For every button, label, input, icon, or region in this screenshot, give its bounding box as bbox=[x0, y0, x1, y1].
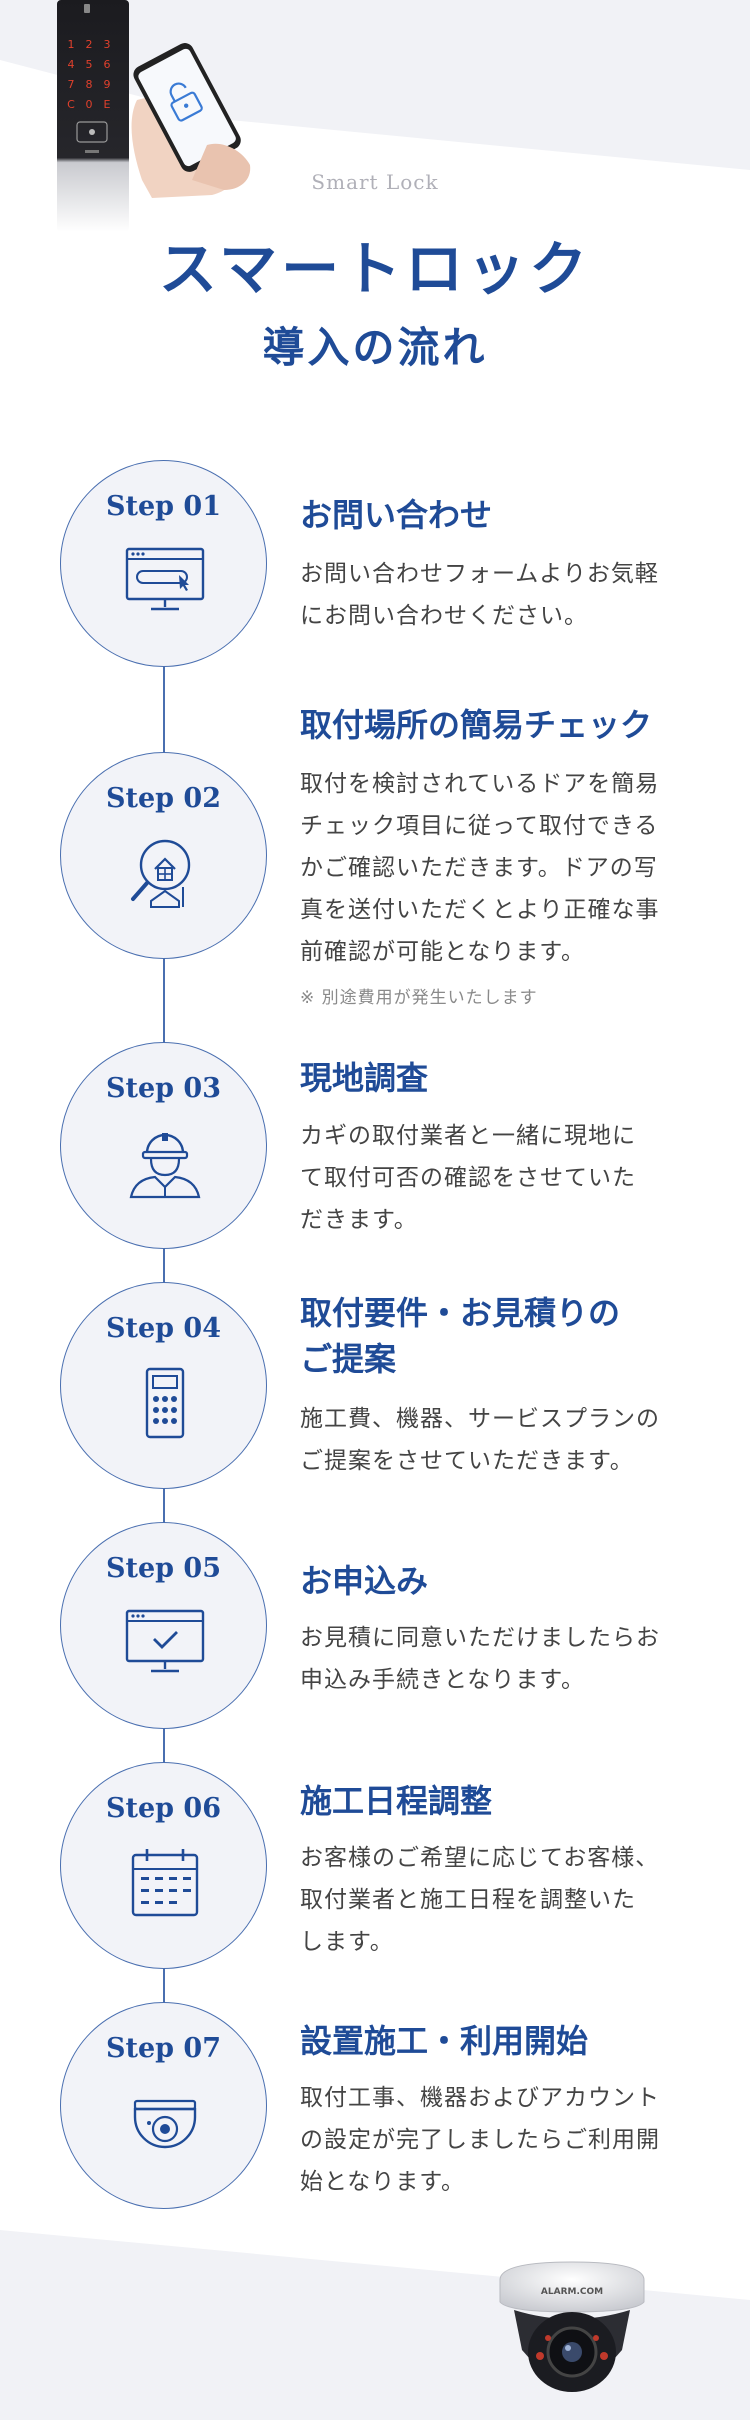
step-07-title: 設置施工・利用開始 bbox=[300, 2022, 589, 2060]
step-03-circle: Step 03 bbox=[60, 1042, 267, 1249]
step-06-circle: Step 06 bbox=[60, 1762, 267, 1969]
camera-brand-label: ALARM.COM bbox=[541, 2287, 603, 2297]
step-03-description: カギの取付業者と一緒に現地にて取付可否の確認をさせていただきます。 bbox=[300, 1123, 636, 1233]
step-04-circle: Step 04 bbox=[60, 1282, 267, 1489]
step-05-description: お見積に同意いただけましたらお申込み手続きとなります。 bbox=[300, 1625, 660, 1693]
page-title: スマートロック bbox=[158, 235, 592, 303]
step-02-title: 取付場所の簡易チェック bbox=[300, 706, 653, 744]
step-01-title: お問い合わせ bbox=[300, 496, 493, 534]
security-camera-icon bbox=[133, 2099, 197, 2149]
computer-pointer-icon bbox=[125, 547, 205, 611]
step-02-note: ※ 別途費用が発生いたします bbox=[300, 988, 538, 1008]
step-04-label: Step 04 bbox=[105, 1313, 221, 1344]
keypad-key-4: 4 bbox=[68, 58, 75, 71]
step-07-description: 取付工事、機器およびアカウントの設定が完了しましたらご利用開始となります。 bbox=[300, 2085, 660, 2195]
worker-helmet-icon bbox=[129, 1133, 201, 1199]
step-07-circle: Step 07 bbox=[60, 2002, 267, 2209]
step-06-title: 施工日程調整 bbox=[300, 1782, 493, 1820]
step-04-description: 施工費、機器、サービスプランのご提案をさせていただきます。 bbox=[300, 1406, 660, 1474]
keypad-key-8: 8 bbox=[86, 78, 93, 91]
step-01-circle: Step 01 bbox=[60, 460, 267, 667]
step-03-label: Step 03 bbox=[105, 1073, 221, 1104]
hero-section: 1 2 3 4 5 6 7 8 9 C 0 E bbox=[0, 0, 750, 400]
smart-lock-keypad-image: 1 2 3 4 5 6 7 8 9 C 0 E bbox=[57, 0, 129, 232]
calendar-icon bbox=[131, 1849, 199, 1917]
security-camera-image: ALARM.COM bbox=[499, 2261, 645, 2392]
step-02-description: 取付を検討されているドアを簡易チェック項目に従って取付できるかご確認いただきます… bbox=[300, 771, 660, 965]
keypad-key-9: 9 bbox=[104, 78, 111, 91]
step-05-label: Step 05 bbox=[105, 1553, 221, 1584]
step-07-label: Step 07 bbox=[105, 2033, 221, 2064]
monitor-check-icon bbox=[125, 1609, 205, 1673]
step-01-label: Step 01 bbox=[105, 491, 221, 522]
keypad-key-2: 2 bbox=[86, 38, 93, 51]
keypad-key-e: E bbox=[104, 98, 111, 111]
page-subheading: 導入の流れ bbox=[262, 323, 488, 372]
step-05-title: お申込み bbox=[300, 1562, 429, 1600]
step-01-description: お問い合わせフォームよりお気軽にお問い合わせください。 bbox=[300, 561, 659, 629]
keypad-key-5: 5 bbox=[86, 58, 93, 71]
keypad-key-3: 3 bbox=[104, 38, 111, 51]
header-subtitle: Smart Lock bbox=[311, 170, 439, 194]
keypad-key-7: 7 bbox=[68, 78, 75, 91]
step-06-description: お客様のご希望に応じてお客様、取付業者と施工日程を調整いたします。 bbox=[300, 1845, 660, 1955]
step-02-label: Step 02 bbox=[105, 783, 221, 814]
hand-with-phone-image bbox=[131, 43, 251, 198]
step-06-label: Step 06 bbox=[105, 1793, 221, 1824]
house-magnifier-icon bbox=[131, 839, 191, 908]
step-03-title: 現地調査 bbox=[300, 1059, 429, 1097]
step-04-title: 取付要件・お見積りのご提案 bbox=[300, 1294, 621, 1379]
top-background-shape bbox=[0, 0, 750, 170]
keypad-key-1: 1 bbox=[68, 38, 75, 51]
step-05-circle: Step 05 bbox=[60, 1522, 267, 1729]
keypad-key-0: 0 bbox=[86, 98, 93, 111]
calculator-icon bbox=[145, 1367, 185, 1439]
keypad-key-6: 6 bbox=[104, 58, 111, 71]
keypad-key-c: C bbox=[67, 98, 75, 111]
step-02-circle: Step 02 bbox=[60, 752, 267, 959]
